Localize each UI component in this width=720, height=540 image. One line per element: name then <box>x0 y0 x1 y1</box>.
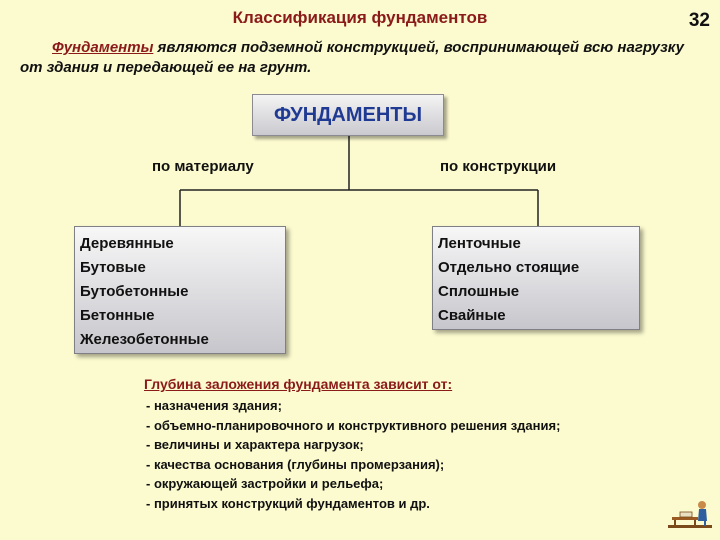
diagram-root-node: ФУНДАМЕНТЫ <box>252 94 444 136</box>
list-item: Бутобетонные <box>80 283 189 300</box>
construction-types-box: Ленточные Отдельно стоящие Сплошные Свай… <box>432 226 640 330</box>
list-item: Свайные <box>438 307 506 324</box>
intro-paragraph: Фундаменты являются подземной конструкци… <box>20 38 700 78</box>
list-item: - окружающей застройки и рельефа; <box>146 476 384 492</box>
list-item: - назначения здания; <box>146 398 282 413</box>
list-item: Бутовые <box>80 259 146 276</box>
list-item: Железобетонные <box>80 331 209 348</box>
material-types-box: Деревянные Бутовые Бутобетонные Бетонные… <box>74 226 286 354</box>
list-item: Отдельно стоящие <box>438 259 580 276</box>
list-item: Деревянные <box>80 235 174 252</box>
branch-label-construction: по конструкции <box>440 158 557 175</box>
page-title: Классификация фундаментов <box>232 8 488 27</box>
factors-heading: Глубина заложения фундамента зависит от: <box>144 376 453 392</box>
branch-label-material: по материалу <box>152 158 254 175</box>
reader-at-desk-icon <box>666 495 714 536</box>
list-item: Сплошные <box>438 283 520 300</box>
factors-list: - назначения здания; - объемно-планирово… <box>146 396 560 514</box>
page-number: 32 <box>688 10 710 31</box>
intro-term: Фундаменты <box>52 39 154 56</box>
list-item: - качества основания (глубины промерзани… <box>146 456 445 472</box>
list-item: - величины и характера нагрузок; <box>146 437 364 453</box>
intro-text: являются подземной конструкцией, восприн… <box>20 39 684 76</box>
list-item: Бетонные <box>80 307 155 324</box>
list-item: - объемно-планировочного и конструктивно… <box>146 417 561 433</box>
list-item: - принятых конструкций фундаментов и др. <box>146 495 430 511</box>
list-item: Ленточные <box>438 235 521 252</box>
